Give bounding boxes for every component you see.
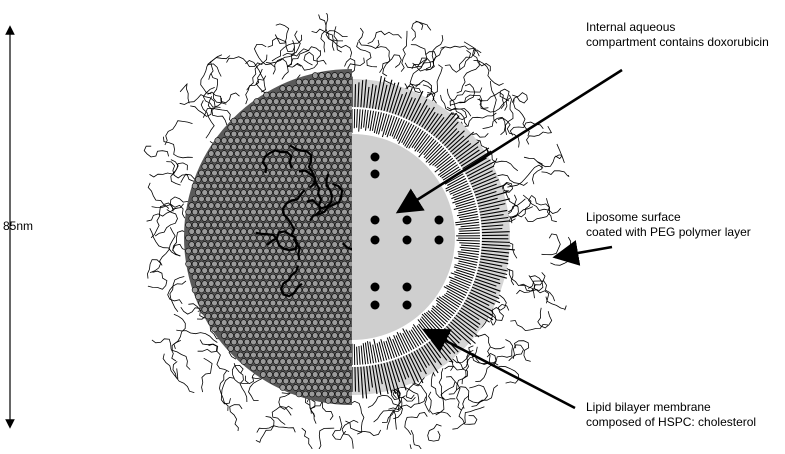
doxorubicin-dot <box>403 301 412 310</box>
doxorubicin-dot <box>435 216 444 225</box>
aqueous-label: Internal aqueous compartment contains do… <box>586 20 769 50</box>
doxorubicin-dot <box>371 216 380 225</box>
doxorubicin-dot <box>435 236 444 245</box>
bilayer-label-line: Lipid bilayer membrane <box>586 400 756 415</box>
bilayer-label-line: composed of HSPC: cholesterol <box>586 415 756 430</box>
doxorubicin-dot <box>403 236 412 245</box>
doxorubicin-dot <box>403 283 412 292</box>
peg-label-line: Liposome surface <box>586 210 751 225</box>
peg-label-line: coated with PEG polymer layer <box>586 225 751 240</box>
doxorubicin-dot <box>371 301 380 310</box>
doxorubicin-dot <box>371 153 380 162</box>
doxorubicin-dot <box>371 236 380 245</box>
doxorubicin-dot <box>371 170 380 179</box>
peg-pointer-arrow-icon <box>555 247 612 257</box>
aqueous-label-line: compartment contains doxorubicin <box>586 35 769 50</box>
peg-label: Liposome surface coated with PEG polymer… <box>586 210 751 240</box>
aqueous-label-line: Internal aqueous <box>586 20 769 35</box>
doxorubicin-dot <box>403 216 412 225</box>
scale-label: 85nm <box>3 219 33 234</box>
bilayer-label: Lipid bilayer membrane composed of HSPC:… <box>586 400 756 430</box>
doxorubicin-dot <box>371 283 380 292</box>
